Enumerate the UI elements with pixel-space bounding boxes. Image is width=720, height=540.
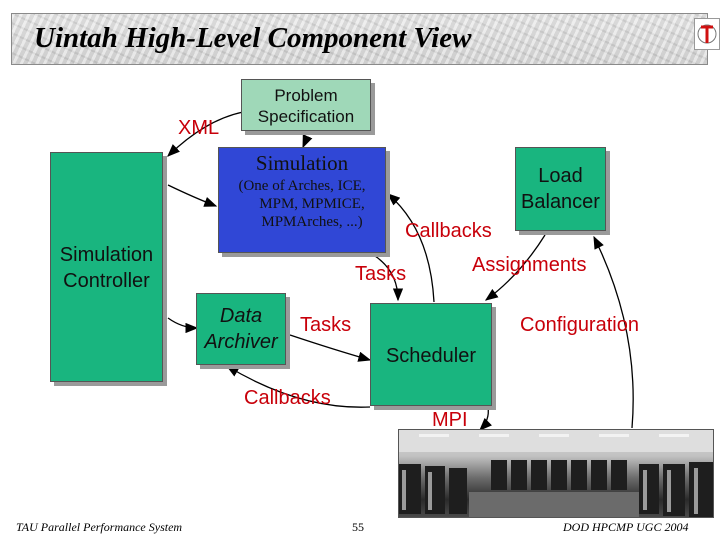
supercomputer-photo (398, 429, 714, 518)
simulation-title: Simulation (255, 151, 349, 175)
flow-label-callbacks-bottom: Callbacks (244, 387, 331, 409)
title-bar: Uintah High-Level Component View (11, 13, 720, 65)
data-archiver-line-2: Archiver (204, 331, 278, 353)
flow-label-mpi: MPI (432, 409, 468, 431)
problem-spec-line-1: Problem (274, 86, 338, 105)
data-archiver-box: Data Archiver (196, 293, 286, 365)
scheduler-label: Scheduler (385, 345, 477, 367)
load-balancer-line-1: Load (538, 165, 583, 187)
flow-label-configuration: Configuration (520, 314, 639, 336)
flow-label-tasks-top: Tasks (355, 263, 407, 285)
sim-controller-line-1: Simulation (59, 244, 154, 266)
page-title: Uintah High-Level Component View (34, 22, 472, 54)
simulation-sub-line-1: (One of Arches, ICE, (238, 178, 366, 194)
data-archiver-line-1: Data (219, 305, 263, 327)
sim-controller-line-2: Controller (63, 270, 150, 292)
simulation-box: Simulation (One of Arches, ICE, MPM, MPM… (218, 147, 386, 253)
flow-label-callbacks-top: Callbacks (405, 220, 492, 242)
simulation-sub-line-2: MPM, MPMICE, (259, 196, 365, 212)
simulation-sub-line-3: MPMArches, ...) (261, 214, 363, 230)
flow-label-tasks-mid: Tasks (300, 314, 352, 336)
flow-label-xml: XML (178, 117, 220, 139)
page-number: 55 (352, 520, 364, 534)
problem-specification-box: Problem Specification (241, 79, 371, 131)
tau-logo-icon (694, 18, 720, 50)
load-balancer-line-2: Balancer (521, 191, 600, 213)
footer-right: DOD HPCMP UGC 2004 (563, 520, 689, 534)
load-balancer-box: Load Balancer (515, 147, 606, 231)
simulation-controller-box: Simulation Controller (50, 152, 163, 382)
scheduler-box: Scheduler (370, 303, 492, 406)
footer-left: TAU Parallel Performance System (16, 520, 183, 534)
problem-spec-line-2: Specification (257, 107, 355, 126)
flow-label-assignments: Assignments (472, 254, 587, 276)
